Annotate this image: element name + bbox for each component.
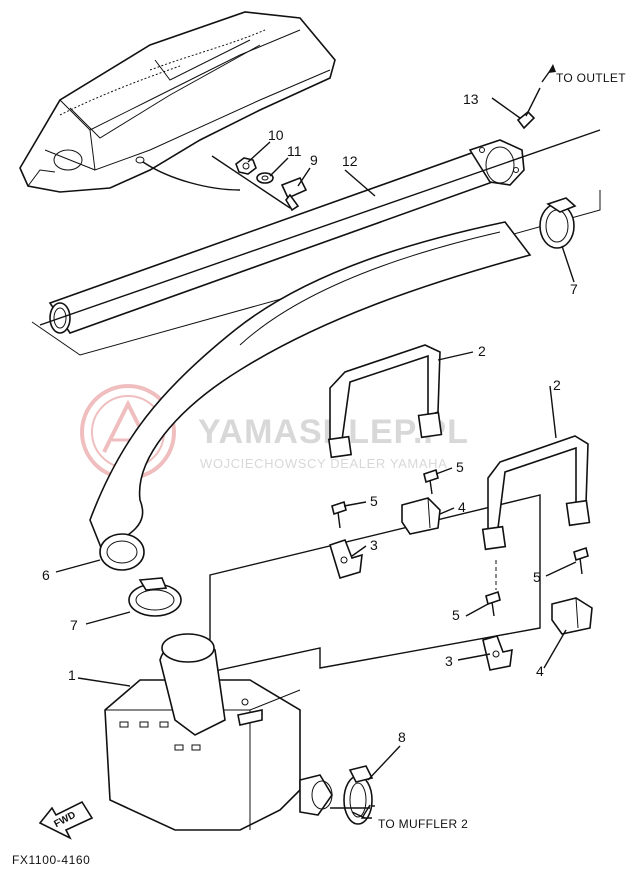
callout-2-right: 2 [553, 377, 561, 393]
callout-12: 12 [342, 153, 358, 169]
callout-3-upper: 3 [370, 537, 378, 553]
stay-part-3-upper [329, 539, 363, 579]
callout-5-c: 5 [533, 569, 541, 585]
stay-part-3-lower [482, 635, 513, 671]
callout-4-upper: 4 [458, 499, 466, 515]
callout-7-lower: 7 [70, 617, 78, 633]
cooling-pipe-part-12 [31, 129, 601, 356]
to-muffler-note: TO MUFFLER 2 [378, 817, 468, 831]
bolt-part-5-d [485, 590, 501, 617]
callout-10: 10 [268, 127, 284, 143]
hose-part-6 [89, 221, 532, 571]
washer-part-11 [256, 172, 274, 184]
leader-lines [55, 97, 577, 809]
muffler-part-1 [104, 633, 333, 831]
callout-4-lower: 4 [536, 663, 544, 679]
nut-part-10 [235, 157, 257, 175]
watermark-subtitle: WOJCIECHOWSCY DEALER YAMAHA [200, 456, 447, 471]
callout-2-left: 2 [478, 343, 486, 359]
callout-6: 6 [42, 567, 50, 583]
jetski-hull-illustration [19, 11, 336, 193]
band-part-2-right [481, 435, 591, 551]
callout-9: 9 [310, 152, 318, 168]
callout-7-upper: 7 [570, 281, 578, 297]
bolt-part-13 [516, 64, 556, 130]
callout-1: 1 [68, 667, 76, 683]
callout-3-lower: 3 [445, 653, 453, 669]
callout-11: 11 [287, 143, 302, 159]
callout-13: 13 [463, 91, 479, 107]
hose-clamp-part-7-upper [539, 197, 577, 249]
callout-5-b: 5 [370, 493, 378, 509]
callout-5-d: 5 [452, 607, 460, 623]
callout-5-a: 5 [456, 459, 464, 475]
damper-part-4-upper [401, 497, 441, 535]
hose-clamp-part-7-lower [128, 577, 182, 617]
bolt-part-5-c [573, 546, 589, 575]
bolt-part-5-b [331, 500, 347, 529]
callout-labels: 1 2 2 3 3 4 4 5 5 5 5 6 7 7 8 9 10 11 12… [42, 91, 578, 745]
bolt-part-5-a [423, 468, 439, 495]
to-outlet-note: TO OUTLET [556, 71, 626, 85]
damper-part-4-lower [551, 597, 593, 635]
band-part-2-left [327, 344, 443, 459]
callout-8: 8 [398, 729, 406, 745]
diagram-code: FX1100-4160 [12, 853, 90, 867]
fwd-arrow: FWD [38, 800, 94, 840]
